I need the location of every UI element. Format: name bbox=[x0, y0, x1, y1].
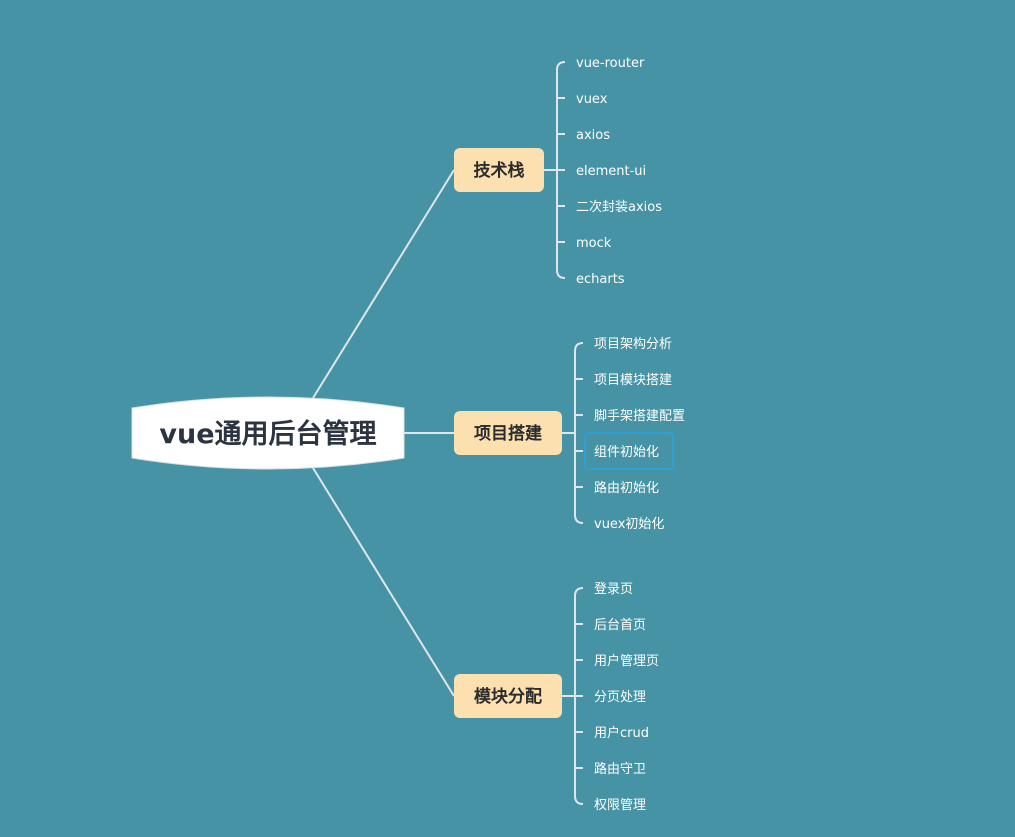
leaf-node[interactable]: 用户crud bbox=[594, 725, 649, 741]
leaf-node[interactable]: mock bbox=[576, 236, 612, 251]
leaf-node[interactable]: 路由初始化 bbox=[594, 480, 659, 496]
leaf-node[interactable]: 项目架构分析 bbox=[594, 337, 672, 352]
topic-label: 模块分配 bbox=[474, 686, 542, 707]
topic-label: 项目搭建 bbox=[474, 423, 542, 444]
topic-box[interactable] bbox=[454, 674, 562, 718]
leaf-node[interactable]: element-ui bbox=[576, 164, 646, 179]
branch-line bbox=[312, 169, 455, 399]
leaf-node[interactable]: 权限管理 bbox=[594, 797, 646, 813]
leaf-node[interactable]: vuex bbox=[576, 92, 608, 107]
leaf-node[interactable]: 二次封装axios bbox=[576, 199, 662, 215]
leaf-node[interactable]: 后台首页 bbox=[594, 618, 646, 633]
root-label: vue通用后台管理 bbox=[159, 418, 376, 450]
root-node[interactable]: vue通用后台管理 bbox=[131, 396, 405, 470]
topic-box[interactable] bbox=[454, 411, 562, 455]
leaf-node[interactable]: 登录页 bbox=[594, 582, 633, 597]
selection-outline bbox=[584, 432, 674, 470]
leaf-node[interactable]: 路由守卫 bbox=[594, 761, 646, 777]
branch-line bbox=[312, 467, 455, 697]
leaf-node[interactable]: axios bbox=[576, 128, 610, 143]
leaf-node[interactable]: vuex初始化 bbox=[594, 517, 664, 532]
leaf-node[interactable]: 脚手架搭建配置 bbox=[594, 408, 685, 424]
topic-node[interactable]: 技术栈 vue-router vuex axios element-ui 二次封装axio… bbox=[454, 56, 662, 287]
bracket-line bbox=[574, 342, 584, 524]
leaf-node[interactable]: 用户管理页 bbox=[594, 653, 659, 669]
leaf-node[interactable]: 项目模块搭建 bbox=[594, 372, 672, 388]
leaf-node[interactable]: echarts bbox=[576, 272, 625, 287]
leaf-node[interactable]: vue-router bbox=[576, 56, 645, 71]
branch-lines bbox=[312, 169, 455, 697]
topic-box[interactable] bbox=[454, 148, 544, 192]
topic-label: 技术栈 bbox=[474, 160, 525, 181]
leaf-node[interactable]: 分页处理 bbox=[594, 690, 646, 705]
leaf-node[interactable]: 组件初始化 bbox=[594, 445, 659, 460]
